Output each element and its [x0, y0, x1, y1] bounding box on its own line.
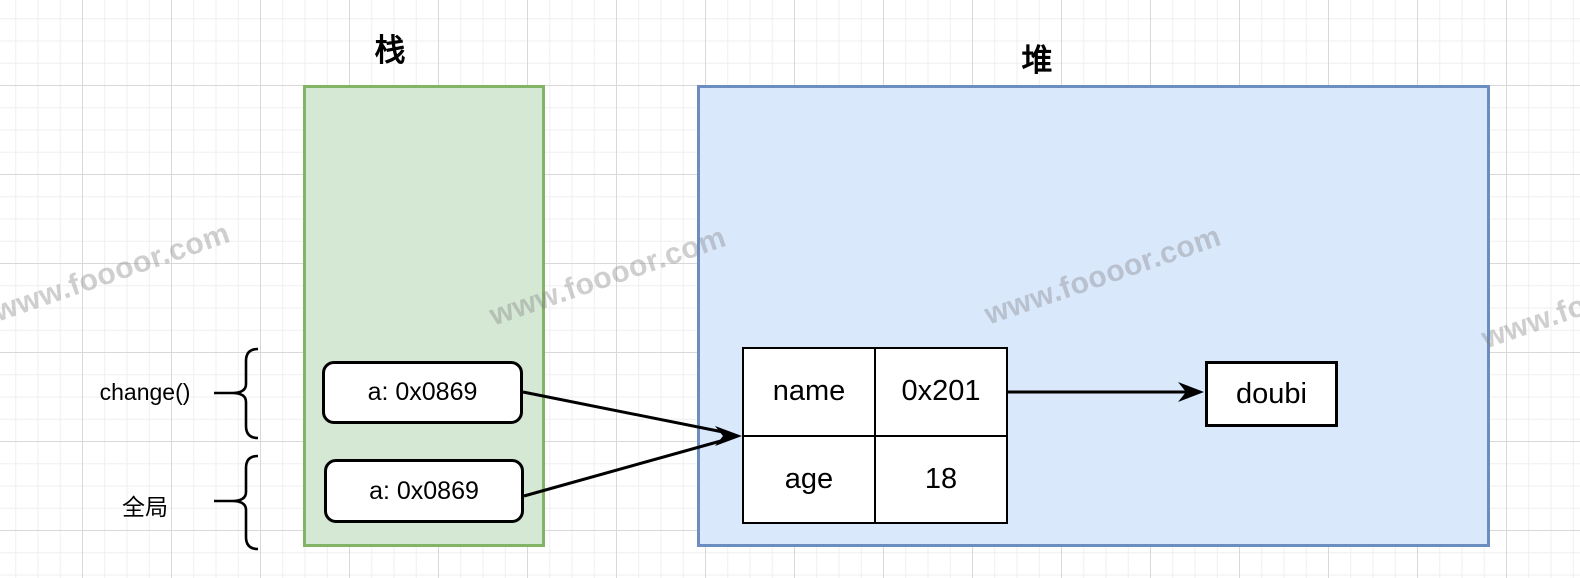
table-cell-key: age	[743, 435, 875, 523]
curly-brace-global-icon	[231, 454, 259, 551]
table-cell-value: 18	[875, 435, 1007, 523]
heap-value-box: doubi	[1205, 361, 1338, 427]
watermark: www.foooor.com	[1477, 243, 1580, 356]
stack-title: 栈	[374, 33, 406, 68]
table-cell-key: name	[743, 348, 875, 436]
scope-label-global: 全局	[122, 494, 168, 520]
curly-brace-change-icon	[231, 347, 259, 440]
table-cell-value: 0x201	[875, 348, 1007, 436]
heap-object-table: name 0x201 age 18	[742, 347, 1008, 524]
stack-variable-box: a: 0x0869	[324, 459, 524, 523]
scope-label-change: change()	[99, 379, 191, 405]
heap-title: 堆	[1021, 43, 1053, 78]
stack-variable-box: a: 0x0869	[322, 361, 523, 424]
watermark: www.foooor.com	[0, 216, 235, 329]
